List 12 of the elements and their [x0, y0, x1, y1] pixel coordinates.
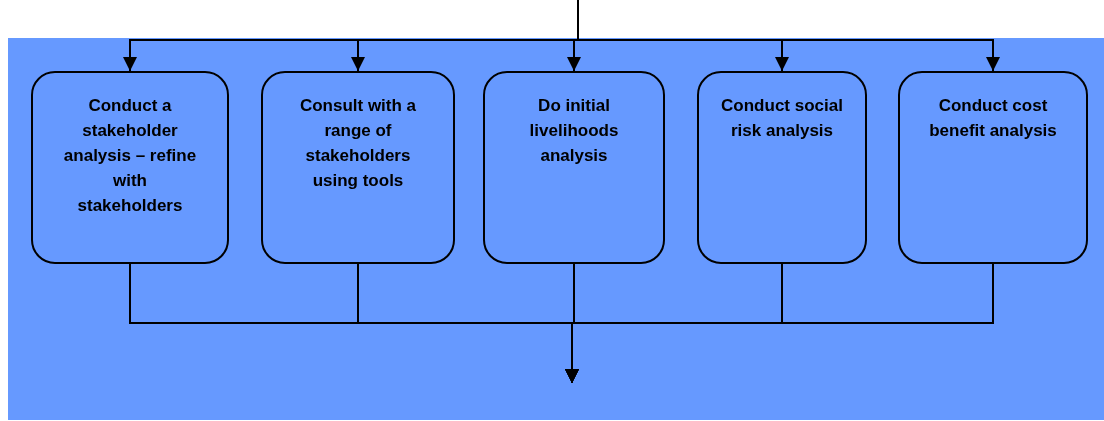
process-box [31, 71, 229, 264]
process-box [898, 71, 1088, 264]
background-panel [8, 38, 1104, 420]
process-box [483, 71, 665, 264]
arrow [565, 263, 994, 384]
box-text: Conduct a stakeholder analysis – refine with stakeholders [62, 95, 198, 217]
process-box [697, 71, 867, 264]
box-text: Do initial livelihoods analysis [528, 95, 620, 167]
box-text: Conduct cost benefit analysis [928, 95, 1058, 142]
box-text: Conduct social risk analysis [720, 95, 844, 142]
box-text: Consult with a range of stakeholders using tools [298, 95, 418, 192]
process-box [261, 71, 455, 264]
